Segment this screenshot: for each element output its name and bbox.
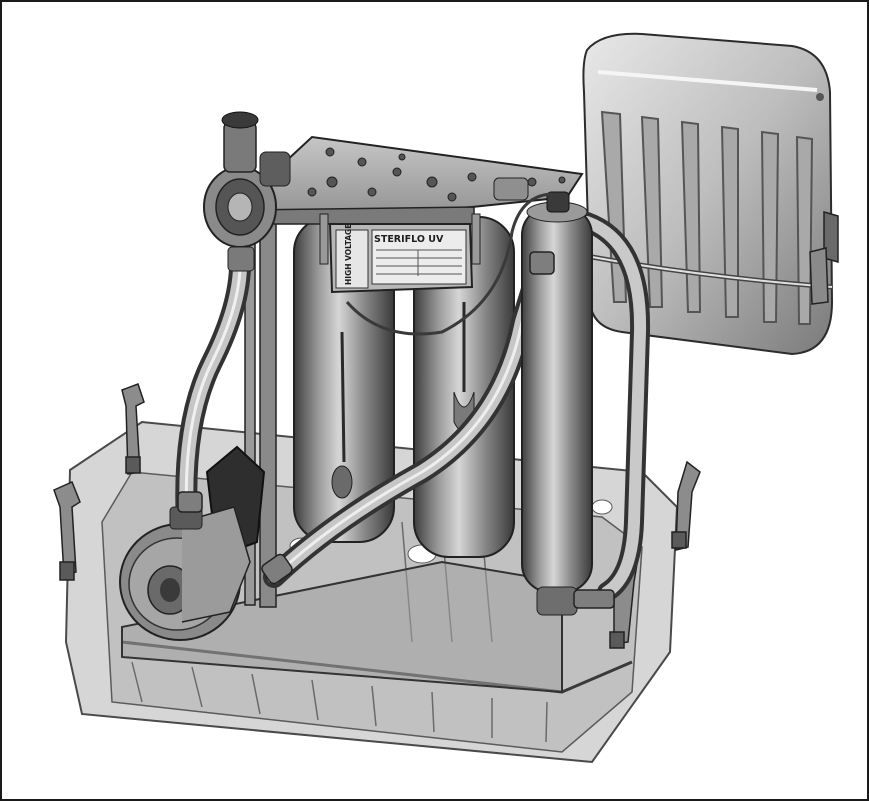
- uv-sterilizer-chamber: [521, 191, 593, 616]
- mounting-base-plate: [121, 560, 563, 694]
- pump-motor: [119, 445, 266, 641]
- latch-right-back: [671, 460, 701, 551]
- support-post: [259, 216, 277, 608]
- latch-left-back: [121, 383, 145, 475]
- latch-left-front: [53, 480, 81, 581]
- lid-cover: [582, 32, 839, 356]
- brand-label: STERIFLO UV: [374, 234, 444, 245]
- high-voltage-label: HIGH VOLTAGE: [344, 224, 353, 285]
- filter-housing-left: [293, 216, 395, 543]
- valve-assembly: [203, 111, 291, 272]
- uv-controller-box: HIGH VOLTAGE STERIFLO UV: [319, 213, 481, 294]
- power-cable: [345, 192, 559, 336]
- top-mounting-plate: [240, 135, 584, 226]
- hose-fittings: [177, 251, 615, 609]
